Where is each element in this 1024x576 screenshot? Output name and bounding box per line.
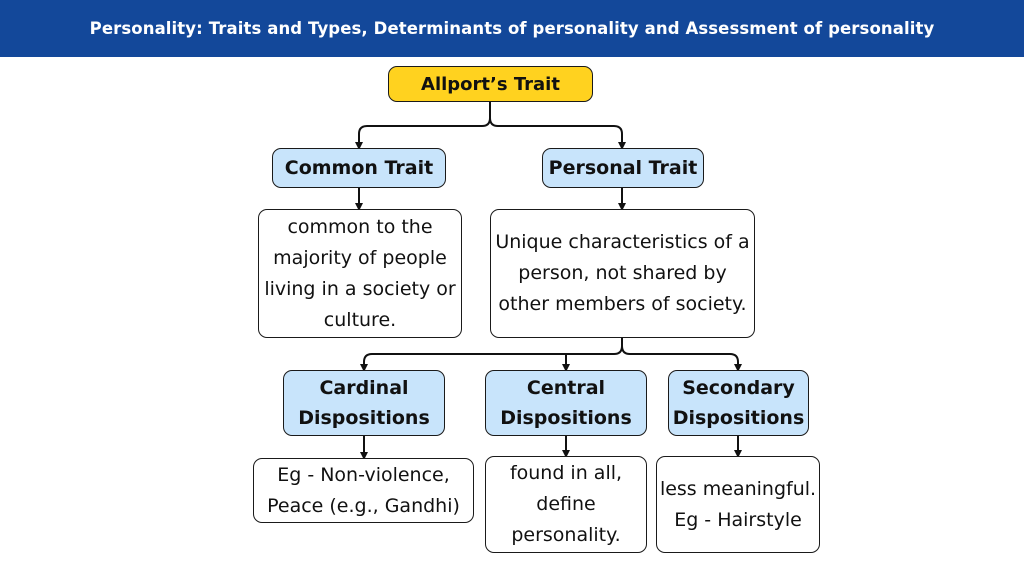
root-node-allports-trait: Allport’s Trait — [388, 66, 593, 102]
connector-personal-cardinal — [360, 338, 623, 372]
connector-personal-secondary — [621, 345, 742, 372]
central-dispositions-description: found in all, define personality. — [485, 456, 647, 553]
node-personal-trait: Personal Trait — [542, 148, 704, 188]
secondary-dispositions-description: less meaningful. Eg - Hairstyle — [656, 456, 820, 553]
node-secondary-dispositions: Secondary Dispositions — [668, 370, 809, 436]
connector-root-common — [355, 102, 491, 150]
page-header: Personality: Traits and Types, Determina… — [0, 0, 1024, 57]
node-central-dispositions: Central Dispositions — [485, 370, 647, 436]
connector-root-personal — [489, 117, 626, 150]
cardinal-dispositions-description: Eg - Non-violence, Peace (e.g., Gandhi) — [253, 458, 474, 523]
node-cardinal-dispositions: Cardinal Dispositions — [283, 370, 445, 436]
node-common-trait: Common Trait — [272, 148, 446, 188]
page-title: Personality: Traits and Types, Determina… — [89, 19, 935, 38]
personal-trait-description: Unique characteristics of a person, not … — [490, 209, 755, 338]
common-trait-description: common to the majority of people living … — [258, 209, 462, 338]
